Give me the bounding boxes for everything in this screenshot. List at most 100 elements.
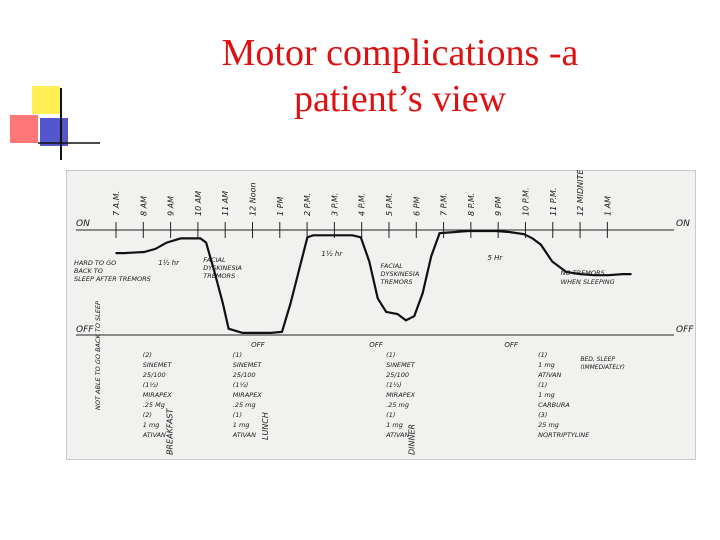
hour-label: 9 AM xyxy=(167,196,176,216)
curve-point xyxy=(351,234,354,237)
dose-note-line: (1) xyxy=(386,351,395,359)
anno-line: TREMORS xyxy=(203,272,235,280)
on-label-left: ON xyxy=(76,219,90,229)
curve-point xyxy=(593,274,596,276)
hour-label: 7 P.M. xyxy=(440,193,449,216)
curve-point xyxy=(289,302,292,305)
dose-note-line: (1½) xyxy=(143,381,159,389)
anno-line: WHEN SLEEPING xyxy=(561,278,615,286)
curve-point xyxy=(452,231,455,233)
off-annotation-2: OFF xyxy=(369,341,384,349)
dose-note-line: ATIVAN xyxy=(232,431,256,439)
event-breakfast: BREAKFAST xyxy=(165,407,174,455)
curve-point xyxy=(523,233,525,235)
scanned-chart-background xyxy=(66,170,696,460)
curve-point xyxy=(405,319,407,322)
anno-line: NO TREMORS xyxy=(561,269,605,277)
bed-sleep-label: BED, SLEEP(IMMEDIATELY) xyxy=(580,356,625,371)
dose-note-line: 1 mg xyxy=(538,361,555,369)
curve-point xyxy=(213,271,216,273)
hour-label: 1 AM xyxy=(603,196,612,216)
curve-point xyxy=(227,327,230,330)
dose-note-line: .25 mg xyxy=(386,401,409,409)
curve-point xyxy=(621,273,624,275)
curve-point xyxy=(630,273,632,275)
curve-point xyxy=(115,252,117,254)
left-note-not-able: NOT ABLE TO GO BACK TO SLEEP xyxy=(94,301,102,410)
curve-point xyxy=(222,302,224,305)
hour-label: 10 P.M. xyxy=(521,188,530,216)
dose-note-line: (2) xyxy=(143,351,152,359)
hour-label: 8 AM xyxy=(139,196,148,216)
curve-point xyxy=(340,234,342,237)
off-annotation-1: OFF xyxy=(251,341,266,349)
hour-label: 9 PM xyxy=(494,197,503,216)
curve-point xyxy=(368,260,371,263)
anno-line: FACIAL xyxy=(203,256,226,264)
hour-label: 12 MIDNITE xyxy=(576,170,585,216)
curve-point xyxy=(579,273,582,275)
curve-point xyxy=(269,332,272,334)
curve-point xyxy=(241,332,244,334)
dose-note-line: (1) xyxy=(233,351,242,359)
dose-note-line: (3) xyxy=(538,411,547,419)
curve-point xyxy=(143,251,145,253)
dose-note-line: MIRAPEX xyxy=(143,391,173,399)
curve-point xyxy=(123,252,126,254)
hour-label: 4 P.M. xyxy=(358,193,367,216)
duration-1-label: 1½ hr xyxy=(158,259,180,267)
event-dinner: DINNER xyxy=(407,424,416,455)
left-note-line: HARD TO GO xyxy=(74,259,116,267)
curve-point xyxy=(376,297,379,300)
dose-note-line: 1 mg xyxy=(538,391,555,399)
anno-line: BED, SLEEP xyxy=(580,356,615,363)
left-note-line: SLEEP AFTER TREMORS xyxy=(74,275,151,283)
dose-note-line: (1) xyxy=(538,351,547,359)
dose-note-line: MIRAPEX xyxy=(386,391,416,399)
curve-point xyxy=(165,241,168,244)
anno-line: DYSKINESIA xyxy=(203,264,242,272)
off-annotation-3: OFF xyxy=(504,341,519,349)
hour-label: 8 P.M. xyxy=(467,193,476,216)
dose-note-line: 1 mg xyxy=(143,421,160,429)
anno-line: DYSKINESIA xyxy=(381,270,420,278)
curve-point xyxy=(481,230,483,232)
hour-label: 6 PM xyxy=(412,197,421,216)
duration-2-label: 1½ hr xyxy=(321,250,343,258)
anno-line: TREMORS xyxy=(381,278,413,286)
dose-note-line: (1) xyxy=(386,411,395,419)
curve-point xyxy=(360,236,362,239)
dose-note-line: 1 mg xyxy=(386,421,403,429)
dose-note-line: 25 mg xyxy=(538,421,559,429)
curve-point xyxy=(326,234,328,237)
dose-note-line: SINEMET xyxy=(233,361,263,369)
dose-note-line: (1) xyxy=(233,411,242,419)
hour-label: 1 PM xyxy=(276,197,285,216)
curve-point xyxy=(466,230,469,232)
dose-note-line: MIRAPEX xyxy=(233,391,263,399)
curve-point xyxy=(306,236,309,239)
curve-point xyxy=(565,271,568,273)
curve-point xyxy=(531,237,534,240)
title-line-2: patient’s view xyxy=(293,78,507,120)
hour-label: 5 P.M. xyxy=(385,193,394,216)
event-lunch: LUNCH xyxy=(261,412,270,440)
dose-note-line: .25 mg xyxy=(233,401,256,409)
hour-label: 10 AM xyxy=(194,191,203,216)
curve-point xyxy=(385,311,387,313)
curve-point xyxy=(607,274,610,276)
dose-note-line: 25/100 xyxy=(143,371,166,379)
curve-point xyxy=(421,292,424,294)
on-label-right: ON xyxy=(676,219,690,229)
hour-label: 3 P.M. xyxy=(330,193,339,216)
curve-point xyxy=(551,260,554,263)
dose-note-line: CARBURA xyxy=(538,401,570,409)
